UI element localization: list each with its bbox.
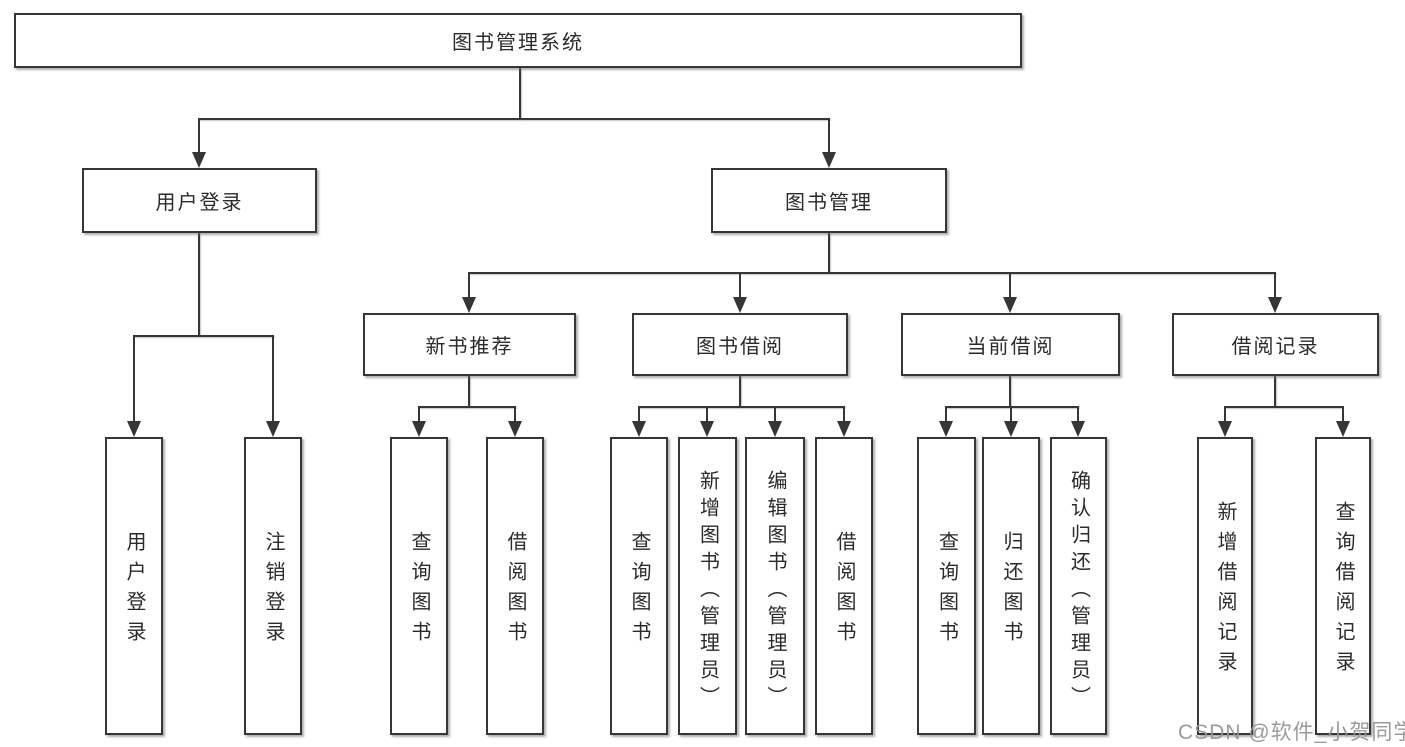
node-label: 归还图书: [1000, 531, 1022, 651]
edge-new-book-recommend-split: [419, 406, 516, 408]
node-label: 编辑图书（管理员）: [764, 469, 786, 713]
edge-user-login-stem: [198, 233, 200, 335]
arrow-to-leaf-logout: [266, 335, 280, 437]
edge-book-management-stem: [828, 233, 830, 272]
node-label: 查询借阅记录: [1332, 501, 1354, 681]
edge-user-login-split: [134, 335, 274, 337]
leaf-bb-add-books-admin: 新增图书（管理员）: [678, 437, 737, 735]
leaf-cb-return-books: 归还图书: [982, 437, 1040, 735]
arrow-to-cb-query-books: [939, 406, 953, 437]
arrow-to-borrowing-records: [1268, 272, 1282, 313]
arrow-to-leaf-user-login: [127, 335, 141, 437]
arrow-to-user-login: [192, 118, 206, 168]
node-label: 用户登录: [123, 531, 145, 651]
node-label: 查询图书: [935, 531, 958, 651]
node-book-management: 图书管理: [711, 168, 947, 233]
node-label: 借阅图书: [833, 531, 855, 651]
leaf-bb-edit-books-admin: 编辑图书（管理员）: [745, 437, 805, 735]
arrow-to-br-query-record: [1336, 406, 1350, 437]
edge-root-split: [198, 118, 830, 120]
node-borrowing-records: 借阅记录: [1172, 313, 1379, 376]
leaf-bb-borrow-books: 借阅图书: [815, 437, 873, 735]
node-label: 新增图书（管理员）: [696, 469, 719, 713]
node-label: 借阅图书: [504, 531, 526, 651]
csdn-watermark: CSDN @软件_小贺同学: [1178, 721, 1405, 744]
node-label: 查询图书: [628, 531, 650, 651]
leaf-user-login: 用户登录: [105, 437, 163, 735]
node-label: 注销登录: [262, 531, 284, 651]
node-library-management-system: 图书管理系统: [14, 13, 1022, 68]
arrow-to-bb-edit-books: [768, 406, 782, 437]
edge-current-borrowing-split: [946, 406, 1079, 408]
arrow-to-nb-query-books: [412, 406, 426, 437]
node-label: 当前借阅: [966, 336, 1055, 358]
arrow-to-bb-borrow-books: [837, 406, 851, 437]
leaf-cb-confirm-return-admin: 确认归还（管理员）: [1050, 437, 1107, 735]
edge-current-borrowing-stem: [1009, 376, 1011, 407]
leaf-nb-query-books: 查询图书: [390, 437, 448, 735]
node-label: 借阅记录: [1231, 336, 1320, 358]
arrow-to-new-book-recommend: [462, 272, 476, 313]
node-current-borrowing: 当前借阅: [901, 313, 1120, 376]
node-label: 图书管理: [785, 192, 873, 214]
node-label: 确认归还（管理员）: [1067, 469, 1090, 713]
node-label: 图书管理系统: [452, 32, 584, 54]
node-label: 用户登录: [155, 192, 244, 214]
edge-book-borrowing-stem: [739, 376, 741, 407]
node-label: 查询图书: [408, 531, 430, 651]
arrow-to-cb-confirm-return: [1071, 406, 1085, 437]
leaf-br-add-record: 新增借阅记录: [1197, 437, 1253, 735]
edge-borrowing-records-split: [1224, 406, 1343, 408]
node-new-book-recommend: 新书推荐: [363, 313, 576, 376]
arrow-to-bb-query-books: [632, 406, 646, 437]
edge-book-management-split: [468, 272, 1276, 274]
edge-new-book-recommend-stem: [468, 376, 470, 407]
leaf-nb-borrow-books: 借阅图书: [486, 437, 544, 735]
node-user-login: 用户登录: [82, 168, 317, 233]
arrow-to-book-management: [822, 118, 836, 168]
leaf-br-query-record: 查询借阅记录: [1315, 437, 1371, 735]
arrow-to-nb-borrow-books: [508, 406, 522, 437]
edge-root-stem: [519, 68, 521, 119]
node-label: 新增借阅记录: [1214, 501, 1236, 681]
arrow-to-cb-return-books: [1004, 406, 1018, 437]
arrow-to-br-add-record: [1218, 406, 1232, 437]
leaf-cb-query-books: 查询图书: [917, 437, 976, 735]
arrow-to-current-borrowing: [1003, 272, 1017, 313]
arrow-to-bb-add-books: [700, 406, 714, 437]
node-book-borrowing: 图书借阅: [632, 313, 848, 376]
node-label: 图书借阅: [696, 336, 784, 358]
arrow-to-book-borrowing: [733, 272, 747, 313]
edge-borrowing-records-stem: [1274, 376, 1276, 407]
leaf-bb-query-books: 查询图书: [610, 437, 668, 735]
edge-book-borrowing-split: [638, 406, 845, 408]
leaf-logout: 注销登录: [244, 437, 302, 735]
node-label: 新书推荐: [425, 336, 514, 358]
